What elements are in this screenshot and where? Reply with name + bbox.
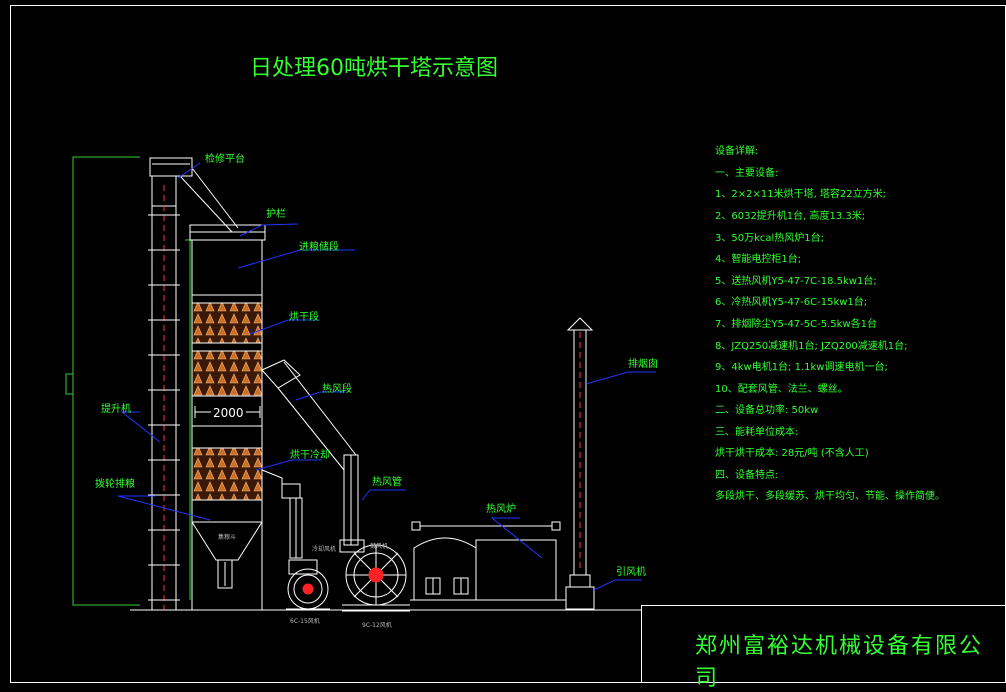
label-platform: 检修平台: [205, 154, 245, 165]
label-cooling-fan: 冷却风机: [312, 546, 337, 553]
spec-line: 设备详解:: [715, 146, 759, 157]
green-support-outline: [65, 156, 191, 606]
chimney: [556, 317, 595, 610]
hot-air-furnace: [410, 521, 561, 611]
label-hot-air-pipe: 热风管: [372, 477, 402, 488]
cooling-duct: [261, 469, 303, 559]
spec-line: 8、JZQ250减速机1台; JZQ200减速机1台;: [715, 341, 908, 352]
label-fan-right: 9C-12风机: [362, 622, 392, 629]
main-blower: [339, 539, 410, 612]
spec-line: 多段烘干、多段缓苏、烘干均匀、节能、操作简便。: [715, 491, 945, 502]
spec-line: 二、设备总功率: 50kw: [715, 405, 819, 416]
drawing-title: 日处理60吨烘干塔示意图: [250, 56, 498, 81]
spec-line: 5、送热风机Y5-47-7C-18.5kw1台;: [715, 276, 877, 287]
leader-lines: [117, 162, 656, 591]
spec-line: 四、设备特点:: [715, 470, 779, 481]
spec-line: 1、2×2×11米烘干塔, 塔容22立方米;: [715, 189, 887, 200]
label-discharge: 拨轮排粮: [95, 479, 135, 490]
label-elevator: 提升机: [101, 404, 131, 415]
spec-line: 2、6032提升机1台, 高度13.3米;: [715, 211, 866, 222]
spec-line: 9、4kw电机1台; 1.1kw调速电机一台;: [715, 362, 888, 373]
hot-air-duct: [261, 359, 359, 546]
spec-line: 三、能耗单位成本:: [715, 427, 799, 438]
cooling-fan: [286, 559, 330, 610]
spec-line: 10、配套风管、法兰、螺丝。: [715, 384, 848, 395]
spec-line: 7、排烟除尘Y5-47-5C-5.5kw各1台: [715, 319, 877, 330]
label-guardrail: 护栏: [266, 209, 286, 220]
label-blower: 鼓风机: [370, 543, 389, 550]
label-furnace: 热风炉: [486, 504, 516, 515]
label-drying: 烘干段: [289, 312, 319, 323]
label-fan-left: 6C-15风机: [290, 618, 320, 625]
label-collector: 集粮斗: [218, 534, 237, 541]
spec-line: 3、50万kcal热风炉1台;: [715, 233, 825, 244]
bucket-elevator: [148, 157, 239, 610]
label-cooling: 烘干冷却: [290, 450, 330, 461]
spec-line: 4、智能电控柜1台;: [715, 254, 802, 265]
label-hot-air-duct: 热风段: [322, 384, 352, 395]
spec-line: 6、冷热风机Y5-47-6C-15kw1台;: [715, 297, 868, 308]
label-storage: 进粮储段: [299, 242, 339, 253]
spec-line: 烘干烘干成本: 28元/吨 (不含人工): [715, 448, 869, 459]
label-chimney: 排烟囱: [628, 359, 658, 370]
drying-tower: [189, 224, 266, 611]
width-dimension-label: 2000: [211, 406, 246, 420]
spec-line: 一、主要设备:: [715, 168, 779, 179]
label-induced-fan: 引风机: [616, 567, 646, 578]
